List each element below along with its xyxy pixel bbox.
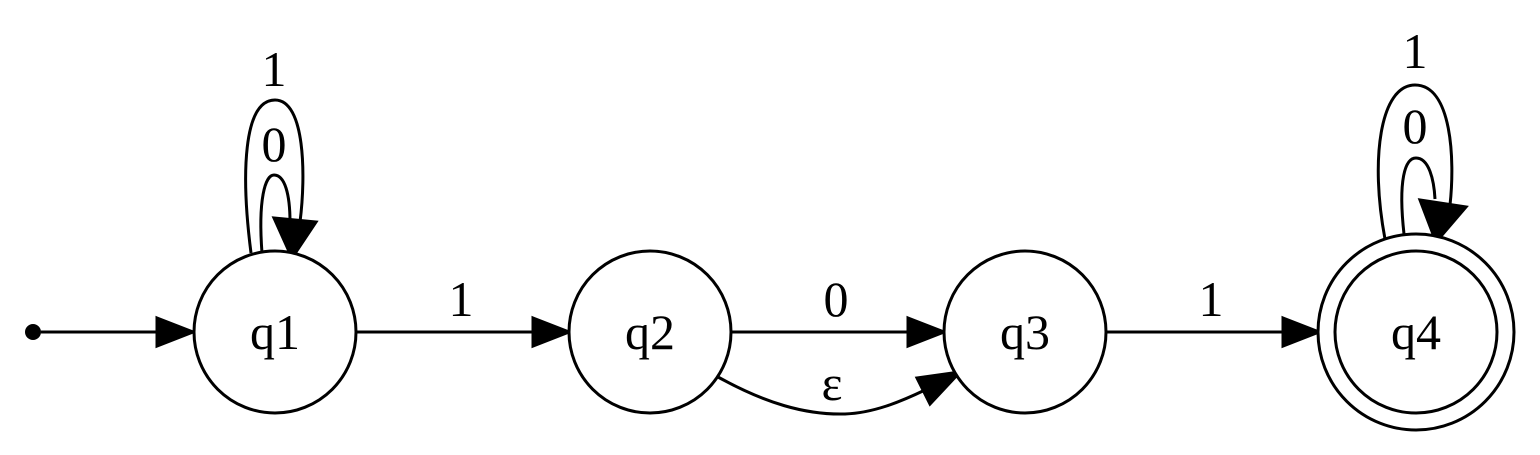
self-loop-q1-arrowhead xyxy=(271,216,319,262)
state-q1: q1 xyxy=(192,249,358,415)
edge-label-q4-q4-1: 1 xyxy=(1403,23,1428,79)
edge-q2-q3-0-arrowhead xyxy=(906,315,949,349)
edge-label-q1-q1-0: 0 xyxy=(262,116,287,172)
state-q3: q3 xyxy=(942,249,1108,415)
self-loop-q4-outer xyxy=(1376,83,1454,240)
edge-q2-q3-epsilon-arrowhead xyxy=(914,369,964,407)
state-label-q4: q4 xyxy=(1391,304,1441,360)
edge-q1-q2-arrowhead xyxy=(531,315,574,349)
state-q2: q2 xyxy=(567,249,733,415)
edge-label-q1-q2: 1 xyxy=(449,271,474,327)
start-marker xyxy=(25,324,41,340)
edge-label-q3-q4: 1 xyxy=(1199,271,1224,327)
start-edge-arrowhead xyxy=(155,315,198,349)
state-q4-accepting: q4 xyxy=(1316,232,1516,432)
edge-label-q2-q3-0: 0 xyxy=(824,271,849,327)
self-loop-q4-arrowhead xyxy=(1417,198,1469,245)
self-loop-q1-inner xyxy=(259,173,292,254)
state-label-q3: q3 xyxy=(1000,304,1050,360)
edge-q3-q4-arrowhead xyxy=(1281,315,1324,349)
state-label-q1: q1 xyxy=(250,304,300,360)
self-loop-q4-inner xyxy=(1400,156,1437,235)
edge-label-q4-q4-0: 0 xyxy=(1403,98,1428,154)
edge-label-q2-q3-epsilon: ε xyxy=(822,355,843,411)
edge-label-q1-q1-1: 1 xyxy=(262,41,287,97)
self-loop-q1-outer xyxy=(244,98,305,254)
state-label-q2: q2 xyxy=(625,304,675,360)
edge-q2-q3-epsilon xyxy=(717,375,926,416)
